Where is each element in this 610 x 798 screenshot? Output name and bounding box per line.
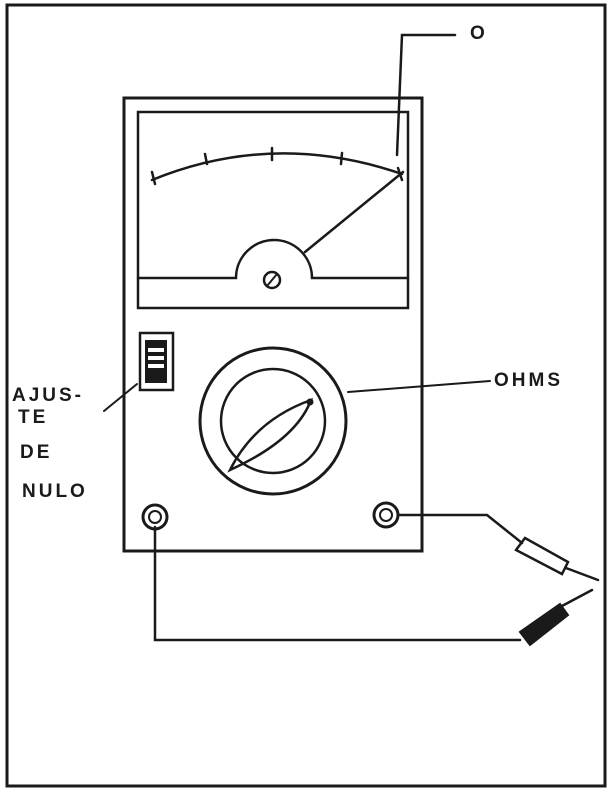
- range-selector-dial: [198, 346, 348, 496]
- meter-needle: [303, 170, 405, 254]
- black-probe: [518, 588, 594, 647]
- zero-leader-line: [395, 33, 457, 157]
- meter-window: [136, 110, 410, 310]
- null-adjust-leader-line: [103, 383, 138, 412]
- red-test-lead-wire: [396, 513, 524, 545]
- null-adjust-label-4: NULO: [22, 481, 88, 502]
- ohms-leader-line: [347, 380, 491, 393]
- ohms-jack: [372, 501, 400, 529]
- black-test-lead-wire: [153, 525, 522, 642]
- zero-adjust-screw-icon: [262, 270, 282, 290]
- zero-label: O: [470, 23, 488, 44]
- ohms-label: OHMS: [494, 370, 563, 391]
- null-adjust-label-3: DE: [20, 442, 53, 463]
- common-jack: [141, 503, 169, 531]
- red-probe: [514, 536, 600, 582]
- null-adjust-switch: [138, 331, 175, 392]
- multimeter-body: [122, 96, 424, 553]
- null-adjust-label-1: AJUS-: [12, 385, 85, 406]
- meter-scale-arc: [150, 152, 404, 182]
- outer-frame: [5, 3, 607, 788]
- null-adjust-label-2: TE: [18, 407, 49, 428]
